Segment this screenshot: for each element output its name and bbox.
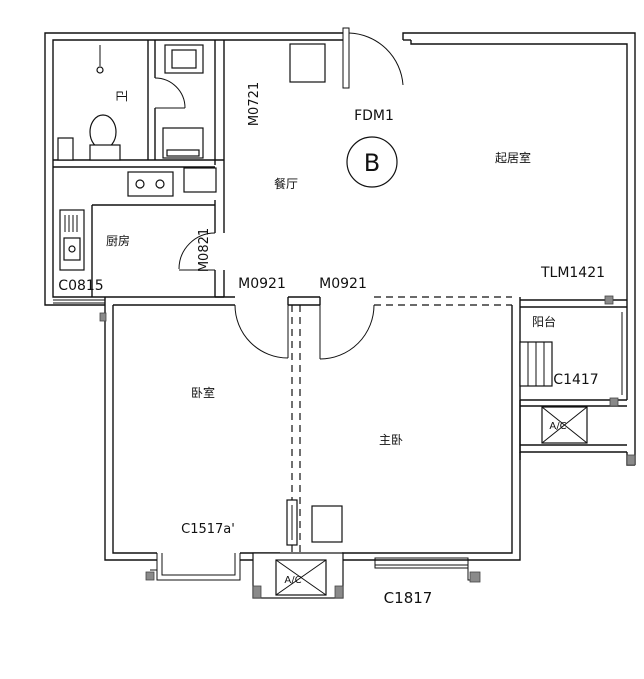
label-unit-type: B	[364, 149, 380, 177]
label-master-bedroom: 主卧	[379, 433, 403, 447]
label-kitchen-window: C0815	[58, 278, 103, 294]
label-kitchen: 厨房	[106, 233, 130, 248]
label-bathroom: 卫	[115, 90, 129, 102]
label-bedroom: 卧室	[191, 385, 215, 400]
walls	[44, 32, 636, 561]
ac-units	[99, 295, 636, 599]
label-master-window: C1817	[384, 589, 433, 607]
label-bedroom-door: M0921	[238, 276, 286, 292]
label-ac-bedroom: A/C	[284, 575, 301, 586]
label-living: 起居室	[495, 150, 531, 165]
label-dining: 餐厅	[274, 176, 298, 191]
unit-type-circle	[346, 136, 398, 188]
label-bath-door: M0721	[247, 82, 262, 126]
label-entry-door: FDM1	[354, 108, 394, 124]
label-balcony-door: TLM1421	[540, 265, 605, 281]
label-bedroom-window: C1517a'	[181, 522, 235, 537]
label-balcony: 阳台	[532, 314, 556, 329]
label-balcony-window: C1417	[553, 372, 598, 388]
windows	[53, 299, 628, 581]
label-master-door: M0921	[319, 276, 367, 292]
label-kitchen-door: M0821	[197, 228, 212, 272]
fixtures	[57, 43, 553, 546]
doors	[154, 27, 404, 360]
label-ac-balcony: A/C	[549, 421, 566, 432]
